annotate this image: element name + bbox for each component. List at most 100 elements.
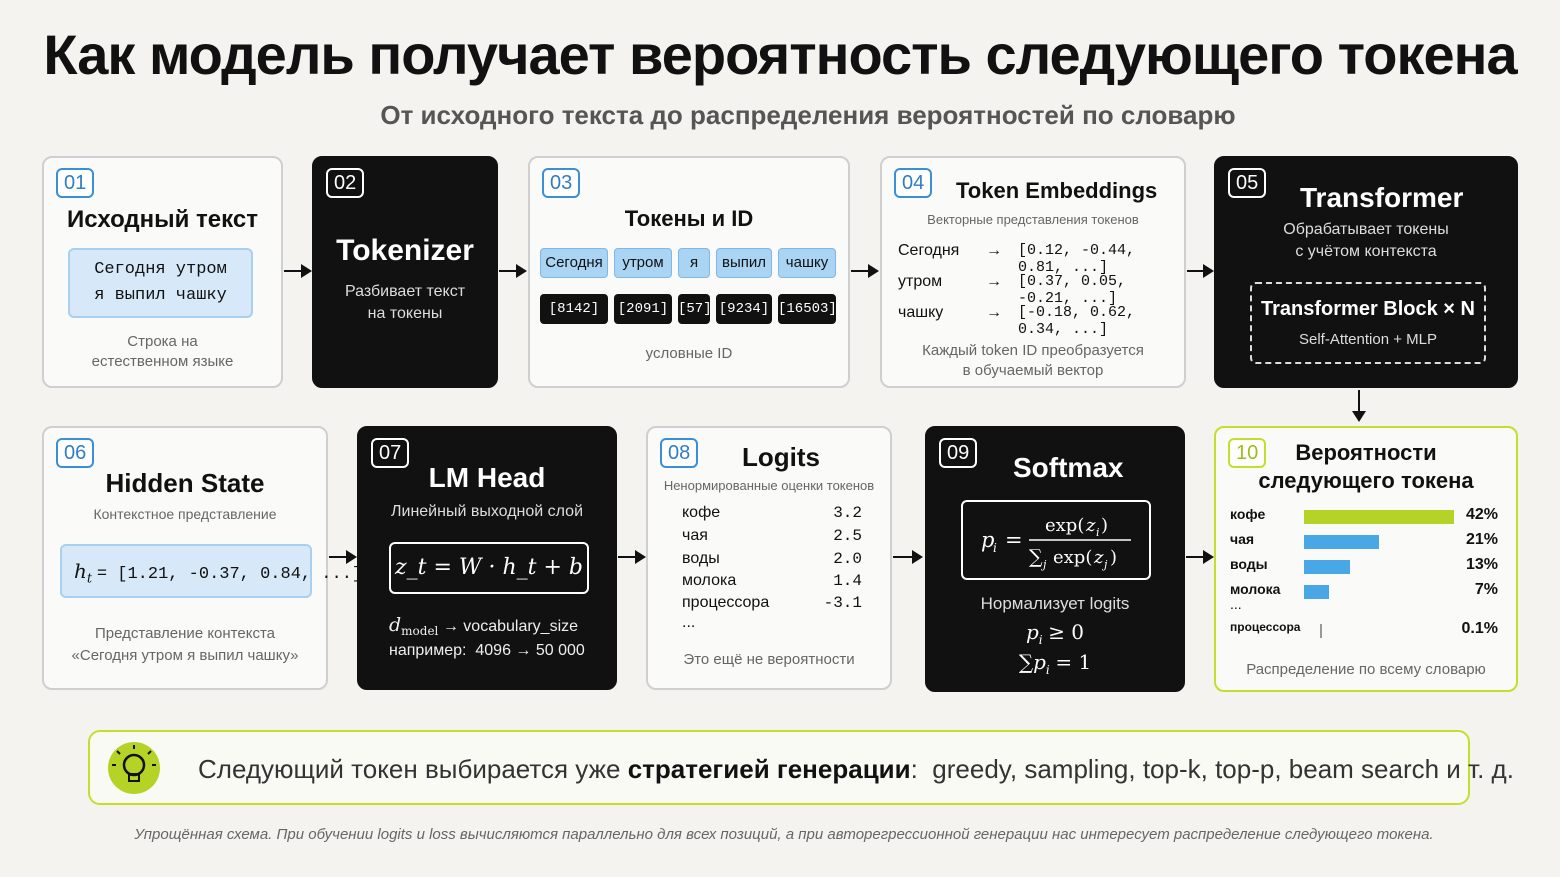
card-desc: Обрабатывает токены: [1283, 221, 1449, 238]
probability-row: молока 7%: [1230, 581, 1498, 603]
token-id-chip: [16503]: [778, 294, 837, 324]
page-subtitle: От исходного текста до распределения вер…: [380, 100, 1236, 130]
card-desc: Нормализует logits: [980, 594, 1130, 613]
flow-arrow: [499, 264, 527, 278]
flow-arrow: [1186, 550, 1214, 564]
probability-bar: [1304, 585, 1329, 599]
card-hidden-state: 06 Hidden State Контекстное представлени…: [42, 426, 362, 690]
generation-strategy-tip: Следующий токен выбирается уже стратегие…: [88, 730, 1514, 805]
page-title: Как модель получает вероятность следующе…: [43, 23, 1517, 86]
softmax-formula-svg: p i = exp( z i ) ∑ j exp( z j ): [981, 515, 1131, 571]
card-token-embeddings: 04 Token Embeddings Векторные представле…: [880, 156, 1186, 388]
step-number: 04: [894, 168, 933, 198]
token-chip: чашку: [778, 248, 836, 278]
token-label: кофе: [1230, 506, 1266, 522]
embedding-row: чашку → [-0.18, 0.62, 0.34, ...]: [898, 304, 1136, 338]
card-title: Transformer: [1300, 182, 1464, 213]
probability-value: 21%: [1465, 531, 1498, 548]
svg-text:p: p: [981, 528, 994, 552]
svg-text:j: j: [1040, 558, 1047, 571]
card-title: Softmax: [1013, 452, 1124, 483]
token-label: чая: [1230, 531, 1255, 547]
svg-text:∑: ∑: [1029, 546, 1043, 568]
dim-example: например: 4096 → 50 000: [389, 642, 585, 659]
card-desc: условные ID: [645, 345, 733, 362]
token-chip: утром: [614, 248, 672, 278]
flow-arrow: [851, 264, 879, 278]
flow-arrow: [1187, 264, 1214, 278]
source-text-line: я выпил чашку: [94, 286, 227, 305]
card-title: Hidden State: [105, 468, 265, 498]
flow-arrow: [329, 550, 357, 564]
lm-head-formula: z_t = W · h_t + b: [389, 542, 589, 594]
footnote: Упрощённая схема. При обучении logits и …: [134, 826, 1434, 843]
probability-value: 13%: [1465, 556, 1498, 573]
softmax-cond-sum: ∑pi = 1: [1018, 650, 1092, 677]
svg-text:i: i: [993, 541, 997, 555]
card-desc: с учётом контекста: [1295, 243, 1437, 260]
card-desc: Распределение по всему словарю: [1246, 661, 1486, 678]
flow-arrow: [284, 264, 312, 278]
card-desc: естественном языке: [91, 353, 234, 370]
card-subtitle: Ненормированные оценки токенов: [663, 478, 875, 493]
svg-text:z: z: [1085, 515, 1096, 536]
card-transformer: 05 Transformer Обрабатывает токены с учё…: [1214, 156, 1518, 388]
card-tokenizer: 02 Tokenizer Разбивает текст на токены: [312, 156, 498, 388]
token-label: молока: [1230, 581, 1281, 597]
flow-arrow: [618, 550, 646, 564]
flow-arrow-down: [1352, 390, 1366, 422]
card-title: LM Head: [428, 462, 546, 493]
card-desc: Это ещё не вероятности: [683, 651, 855, 668]
probability-bar: [1304, 510, 1454, 524]
card-title: Token Embeddings: [956, 178, 1158, 203]
svg-text:=: =: [1005, 528, 1023, 552]
step-number: 09: [939, 438, 978, 468]
logit-row: процессора-3.1: [682, 594, 862, 612]
embedding-row: утром → [0.37, 0.05, -0.21, ...]: [898, 273, 1127, 307]
embedding-row: Сегодня → [0.12, -0.44, 0.81, ...]: [898, 242, 1136, 276]
tip-text: Следующий токен выбирается уже стратегие…: [198, 754, 1514, 784]
token-id-chip: [57]: [678, 294, 712, 324]
block-subtitle: Self-Attention + MLP: [1299, 331, 1437, 348]
step-number: 05: [1228, 168, 1267, 198]
probability-ellipsis: ...: [1230, 596, 1242, 612]
step-number: 06: [56, 438, 95, 468]
card-subtitle: Векторные представления токенов: [927, 212, 1139, 227]
probability-value: 7%: [1474, 581, 1498, 598]
card-desc: на токены: [367, 305, 443, 322]
hidden-state-formula: ht = [1.21, -0.37, 0.84, ...]: [60, 544, 362, 598]
token-id-chip: [8142]: [540, 294, 608, 324]
card-source-text: 01 Исходный текст Сегодня утром я выпил …: [42, 156, 283, 388]
token-chip: Сегодня: [540, 248, 608, 278]
svg-text:exp(: exp(: [1045, 515, 1084, 536]
card-desc: Разбивает текст: [344, 283, 466, 300]
softmax-formula: p i = exp( z i ) ∑ j exp( z j ): [961, 500, 1151, 580]
token-label: процессора: [1230, 620, 1301, 634]
card-title: Вероятности: [1295, 440, 1437, 465]
step-number: 08: [660, 438, 699, 468]
card-desc: Каждый token ID преобразуется: [922, 342, 1144, 359]
card-desc: «Сегодня утром я выпил чашку»: [71, 647, 299, 664]
card-desc: Строка на: [127, 333, 198, 350]
probability-row: чая 21%: [1230, 531, 1498, 553]
lightbulb-icon: [108, 742, 160, 794]
source-text-line: Сегодня утром: [94, 260, 227, 279]
token-chip: я: [678, 248, 710, 278]
step-number: 01: [56, 168, 95, 198]
probability-bar: [1304, 535, 1379, 549]
token-id-chip: [2091]: [614, 294, 672, 324]
transformer-block: Transformer Block × N Self-Attention + M…: [1250, 282, 1486, 364]
svg-text:i: i: [1096, 526, 1100, 539]
step-number: 02: [326, 168, 365, 198]
card-subtitle: Контекстное представление: [93, 506, 277, 522]
svg-text:): ): [1110, 547, 1117, 568]
card-softmax: 09 Softmax p i = exp( z i ) ∑ j exp( z j…: [925, 426, 1185, 692]
probability-value: 0.1%: [1461, 620, 1498, 637]
card-desc: Представление контекста: [95, 625, 275, 642]
